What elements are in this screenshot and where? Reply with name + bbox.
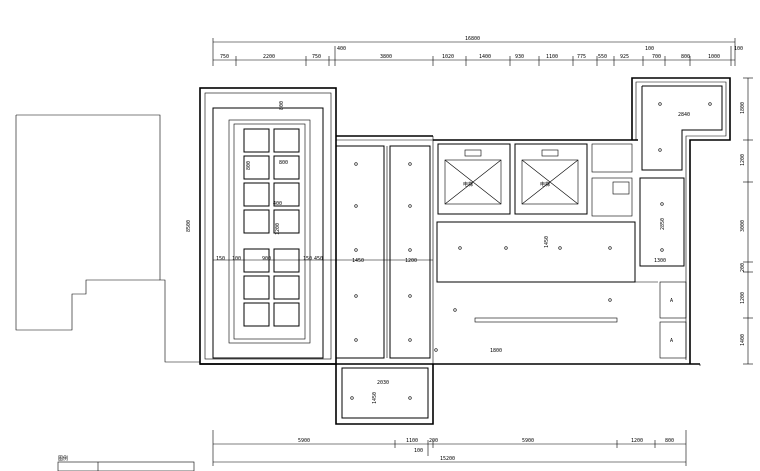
bay-label-1: 1450	[352, 258, 364, 264]
dim-top-seg-4: 3800	[380, 54, 392, 60]
dim-top-seg-11: 925	[620, 54, 629, 60]
right-small-label: 1300	[654, 258, 666, 264]
top-right-label: 2840	[678, 112, 690, 118]
light-points-right	[658, 102, 712, 252]
light-points-corridor	[434, 246, 612, 352]
row-label-1: 150	[216, 256, 225, 262]
bottom-dimension-chain: 5900 1100 200 5900 1200 800 100 15200	[212, 430, 687, 466]
dim-overall-top: 16800	[465, 36, 480, 42]
dim-top-seg-7: 930	[515, 54, 524, 60]
dim-offset-right: 100	[645, 46, 654, 52]
dim-top-seg-2: 2200	[263, 54, 275, 60]
row-label-4: 150	[303, 256, 312, 262]
corridor-label-2: 1800	[490, 348, 502, 354]
right-dimension-chain: 1800 1200 3000 200 1200 1400	[740, 77, 753, 365]
top-right-room: 2840 2850 1300 A A	[639, 85, 723, 359]
right-bay-label: 2850	[660, 218, 666, 230]
lift-label-1: 电梯	[463, 181, 473, 188]
ceiling-label-b: 800	[279, 160, 288, 166]
ceiling-label-e: 400	[273, 201, 282, 207]
dim-right-3: 3000	[740, 220, 746, 232]
dim-right-2: 1200	[740, 154, 746, 166]
room-b-label: A	[670, 338, 673, 344]
dim-offset-left: 400	[337, 46, 346, 52]
legend-table: 图例	[57, 455, 195, 471]
row-label-3: 900	[262, 256, 271, 262]
dim-bottom-seg-6: 800	[665, 438, 674, 444]
left-existing-outline	[15, 114, 200, 363]
room-a-label: A	[670, 298, 673, 304]
ceiling-label-d: 1200	[275, 223, 281, 235]
corridor-label-1: 1450	[544, 236, 550, 248]
dim-top-seg-12: 700	[652, 54, 661, 60]
dim-top-seg-5: 1020	[442, 54, 454, 60]
ceiling-label-c: 800	[279, 101, 285, 110]
light-points-middle	[354, 162, 412, 342]
annex-label-1: 2030	[377, 380, 389, 386]
dim-top-seg-3: 750	[312, 54, 321, 60]
dim-bottom-seg-2: 1100	[406, 438, 418, 444]
dim-right-1: 1800	[740, 102, 746, 114]
exterior-walls	[199, 77, 731, 366]
dim-right-6: 1400	[740, 334, 746, 346]
row-label-2: 100	[232, 256, 241, 262]
ceiling-label-a: 800	[246, 161, 252, 170]
row-label-5: 450	[314, 256, 323, 262]
annex-label-2: 1450	[372, 392, 378, 404]
dim-bottom-seg-1: 5900	[298, 438, 310, 444]
dim-top-seg-6: 1400	[479, 54, 491, 60]
dim-left-vertical: 8500	[186, 220, 192, 232]
legend-title: 图例	[58, 455, 68, 462]
dim-top-seg-8: 1100	[546, 54, 558, 60]
ceiling-grid-room: 800 800 800 1200 400 150 100 900 150 450…	[186, 101, 433, 359]
lift-label-2: 电梯	[540, 181, 550, 188]
dim-right-4: 200	[740, 263, 746, 272]
dim-right-5: 1200	[740, 292, 746, 304]
dim-top-seg-13: 800	[681, 54, 690, 60]
dim-bottom-offset: 100	[414, 448, 423, 454]
dim-bottom-seg-5: 1200	[631, 438, 643, 444]
dim-top-seg-10: 550	[598, 54, 607, 60]
dim-bottom-seg-4: 5900	[522, 438, 534, 444]
dim-top-seg-14: 1000	[708, 54, 720, 60]
dim-overall-bottom: 15200	[440, 456, 455, 462]
corridor-area: 1450 1800	[434, 221, 658, 354]
middle-bays: 1450 1200	[335, 145, 431, 359]
dim-top-seg-1: 750	[220, 54, 229, 60]
bay-label-2: 1200	[405, 258, 417, 264]
top-dimension-chain: 16800 400 100 100 750 2200 750 3800 1020…	[212, 36, 743, 66]
lift-block: 电梯 电梯	[437, 143, 633, 217]
bottom-annex: 2030 1450	[335, 364, 434, 425]
dim-top-seg-9: 775	[577, 54, 586, 60]
dim-bottom-seg-3: 200	[429, 438, 438, 444]
dim-right-end: 100	[734, 46, 743, 52]
ceiling-panels	[243, 128, 300, 327]
